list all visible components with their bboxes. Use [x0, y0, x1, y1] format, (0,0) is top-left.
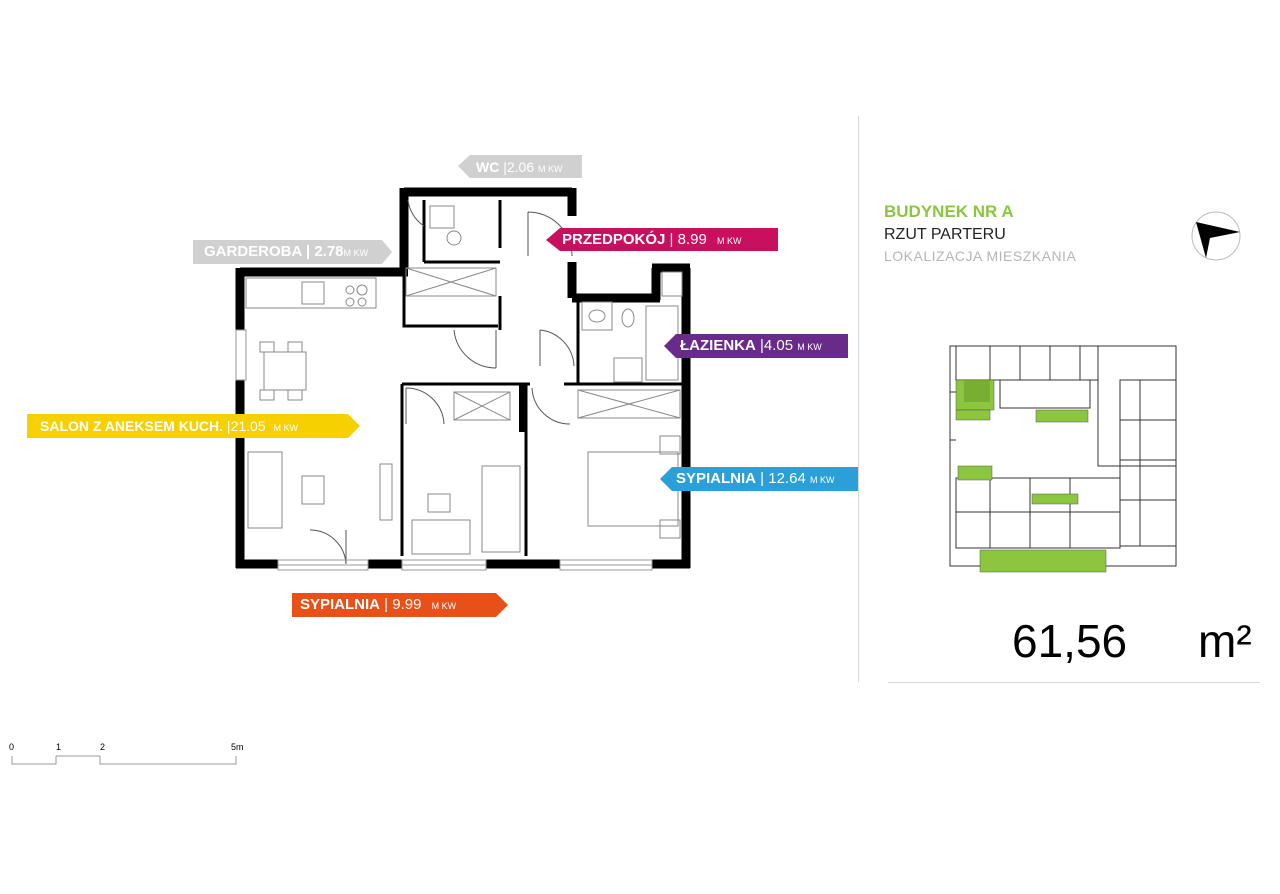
label-shape-sypialnia2: [292, 593, 508, 617]
scale-tick-2: 2: [100, 742, 106, 752]
room-name: SYPIALNIA: [676, 470, 757, 487]
room-label-salon: SALON Z ANEKSEM KUCH. |21.05 M KW: [40, 418, 299, 434]
total-area-value: 61,56: [1012, 615, 1128, 667]
location-label: LOKALIZACJA MIESZKANIA: [884, 248, 1077, 264]
floor-title: RZUT PARTERU: [884, 226, 1006, 243]
room-unit: M KW: [431, 601, 457, 611]
room-area: 2.06: [506, 159, 535, 175]
room-name: ŁAZIENKA: [680, 337, 756, 354]
room-area: 2.78: [314, 243, 344, 260]
total-area-unit: m²: [1198, 615, 1252, 667]
label-shape-lazienka: [664, 334, 848, 358]
room-unit: M KW: [716, 236, 742, 246]
scale-tick-1: 1: [56, 742, 62, 752]
room-name: GARDEROBA: [204, 243, 302, 260]
label-shape-sypialnia1: [660, 467, 858, 491]
room-label-garderoba: GARDEROBA | 2.78M KW: [204, 243, 369, 260]
scale-tick-0: 0: [9, 742, 15, 752]
building-title: BUDYNEK NR A: [884, 202, 1014, 221]
room-label-wc: WC |2.06 M KW: [476, 159, 563, 175]
room-area: 12.64: [768, 470, 806, 487]
label-shape-wc: [458, 155, 582, 178]
room-area: 9.99: [392, 596, 422, 613]
room-label-sypialnia1: SYPIALNIA | 12.64 M KW: [676, 470, 835, 487]
panel-divider: [858, 116, 859, 682]
room-area: 21.05: [230, 418, 266, 434]
room-unit: M KW: [343, 248, 369, 258]
room-area: 4.05: [763, 337, 794, 354]
room-label-sypialnia2: SYPIALNIA | 9.99 M KW: [300, 596, 457, 613]
room-name: SALON Z ANEKSEM KUCH.: [40, 418, 224, 434]
room-unit: M KW: [538, 164, 563, 174]
room-area: 8.99: [677, 231, 707, 248]
room-name: PRZEDPOKÓJ: [562, 231, 666, 248]
room-name: SYPIALNIA: [300, 596, 381, 613]
label-shape-garderoba: [193, 240, 392, 264]
room-unit: M KW: [273, 423, 299, 433]
room-name: WC: [476, 159, 500, 175]
scale-tick-3: 5m: [231, 742, 244, 752]
panel-bottom-line: [888, 682, 1260, 683]
label-shape-przedpokoj: [546, 228, 778, 251]
label-shape-salon: [27, 414, 360, 438]
room-unit: M KW: [809, 475, 835, 485]
room-label-przedpokoj: PRZEDPOKÓJ | 8.99 M KW: [562, 231, 742, 248]
room-label-lazienka: ŁAZIENKA |4.05 M KW: [680, 337, 822, 354]
room-unit: M KW: [797, 342, 822, 352]
